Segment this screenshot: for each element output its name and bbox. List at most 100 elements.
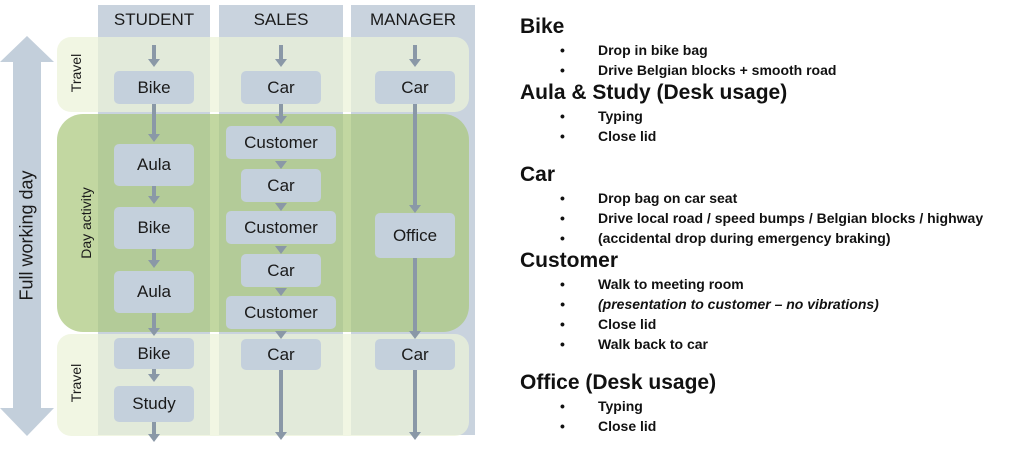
notes-section-customer: Customer • Walk to meeting room • (present… <box>520 248 1020 354</box>
flow-line <box>413 258 417 331</box>
step-sales-car: Car <box>241 339 321 370</box>
flow-line <box>152 104 156 134</box>
list-item: • Drive Belgian blocks + smooth road <box>520 60 1020 80</box>
notes-section-bike: Bike •Drop in bike bag • Drive Belgian bl… <box>520 14 1020 80</box>
flow-line <box>152 45 156 59</box>
step-sales-customer: Customer <box>226 296 336 329</box>
bullet-icon: • <box>560 418 565 434</box>
flow-arrow-icon <box>148 434 160 442</box>
bullet-icon: • <box>560 296 565 312</box>
column-header-sales: SALES <box>253 10 309 29</box>
flow-arrow-icon <box>275 246 287 254</box>
step-manager-car: Car <box>375 71 455 104</box>
list-item-text: Close lid <box>598 316 657 332</box>
flow-arrow-icon <box>275 331 287 339</box>
list-item-text: Walk back to car <box>598 336 708 352</box>
step-student-bike: Bike <box>114 71 194 104</box>
list-item-text: (presentation to customer – no vibration… <box>598 296 879 312</box>
flow-arrow-icon <box>148 328 160 336</box>
bullet-icon: • <box>560 62 565 78</box>
step-student-study: Study <box>114 386 194 422</box>
flow-arrow-icon <box>275 59 287 67</box>
phase-label-travel-morning: Travel <box>68 53 84 93</box>
flow-arrow-icon <box>409 432 421 440</box>
list-item-text: Walk to meeting room <box>598 276 744 292</box>
list-item-text: Close lid <box>598 128 657 144</box>
flow-line <box>413 104 417 205</box>
arrow-up-head-icon <box>0 36 54 62</box>
step-sales-customer: Customer <box>226 126 336 159</box>
flow-line <box>279 370 283 432</box>
phase-label-travel-evening: Travel <box>68 363 84 403</box>
section-title: Aula & Study (Desk usage) <box>520 81 788 104</box>
step-student-aula: Aula <box>114 144 194 186</box>
list-item: • Drop bag on car seat <box>520 188 1020 208</box>
bullet-icon: • <box>560 210 565 226</box>
full-working-day-label: Full working day <box>16 170 37 301</box>
flow-line <box>279 104 283 116</box>
step-manager-office: Office <box>375 213 455 258</box>
notes-section-office: Office (Desk usage) •Typing •Close lid <box>520 370 1020 436</box>
step-sales-customer: Customer <box>226 211 336 244</box>
list-item: • Close lid <box>520 126 1020 146</box>
bullet-icon: • <box>560 336 565 352</box>
flow-arrow-icon <box>409 331 421 339</box>
flow-line <box>413 370 417 432</box>
flow-arrow-icon <box>148 196 160 204</box>
list-item-text: Drive Belgian blocks + smooth road <box>598 62 837 78</box>
step-student-bike: Bike <box>114 338 194 369</box>
flow-arrow-icon <box>148 260 160 268</box>
list-item-text: Typing <box>598 398 643 414</box>
list-item: • (presentation to customer – no vibratio… <box>520 294 1020 314</box>
step-sales-car: Car <box>241 71 321 104</box>
step-student-aula: Aula <box>114 271 194 313</box>
flow-arrow-icon <box>148 59 160 67</box>
bullet-icon: • <box>560 276 565 292</box>
flow-arrow-icon <box>275 288 287 296</box>
column-header-student: STUDENT <box>113 10 195 29</box>
list-item-text: (accidental drop during emergency brakin… <box>598 230 891 246</box>
flow-arrow-icon <box>409 205 421 213</box>
step-sales-car: Car <box>241 254 321 287</box>
section-title: Office (Desk usage) <box>520 371 717 394</box>
phase-label-day-activity: Day activity <box>78 187 94 259</box>
bullet-icon: • <box>560 230 565 246</box>
arrow-down-head-icon <box>0 408 54 436</box>
list-item: •Drop in bike bag <box>520 40 1020 60</box>
bullet-icon: • <box>560 42 565 58</box>
flow-line <box>413 45 417 59</box>
step-manager-car: Car <box>375 339 455 370</box>
list-item-text: Drop bag on car seat <box>598 190 738 206</box>
activity-notes: Bike •Drop in bike bag • Drive Belgian bl… <box>520 14 1020 436</box>
list-item-text: Close lid <box>598 418 657 434</box>
flow-arrow-icon <box>148 134 160 142</box>
flow-line <box>279 45 283 59</box>
flow-arrow-icon <box>409 59 421 67</box>
section-title: Bike <box>520 15 565 38</box>
bullet-icon: • <box>560 316 565 332</box>
step-student-bike: Bike <box>114 207 194 249</box>
list-item: • Drive local road / speed bumps / Belgia… <box>520 208 1020 228</box>
bullet-icon: • <box>560 108 565 124</box>
notes-section-car: Car •Drop bag on car seat •Drive local r… <box>520 162 1020 248</box>
flow-arrow-icon <box>148 374 160 382</box>
flow-line <box>152 369 156 374</box>
step-sales-car: Car <box>241 169 321 202</box>
list-item-text: Drive local road / speed bumps / Belgian… <box>598 210 984 226</box>
flow-line <box>152 186 156 196</box>
list-item: • Close lid <box>520 314 1020 334</box>
list-item: • (accidental drop during emergency braki… <box>520 228 1020 248</box>
list-item: • Typing <box>520 106 1020 126</box>
column-header-manager: MANAGER <box>370 10 456 29</box>
list-item: • Walk to meeting room <box>520 274 1020 294</box>
arrow-shaft <box>13 60 41 410</box>
notes-section-aula-study: Aula & Study (Desk usage) • Typing • Close… <box>520 80 1020 146</box>
bullet-icon: • <box>560 128 565 144</box>
list-item-text: Typing <box>598 108 643 124</box>
bullet-icon: • <box>560 190 565 206</box>
flow-line <box>152 249 156 260</box>
list-item: • Walk back to car <box>520 334 1020 354</box>
flow-line <box>152 313 156 328</box>
flow-line <box>152 422 156 434</box>
section-title: Customer <box>520 249 619 272</box>
